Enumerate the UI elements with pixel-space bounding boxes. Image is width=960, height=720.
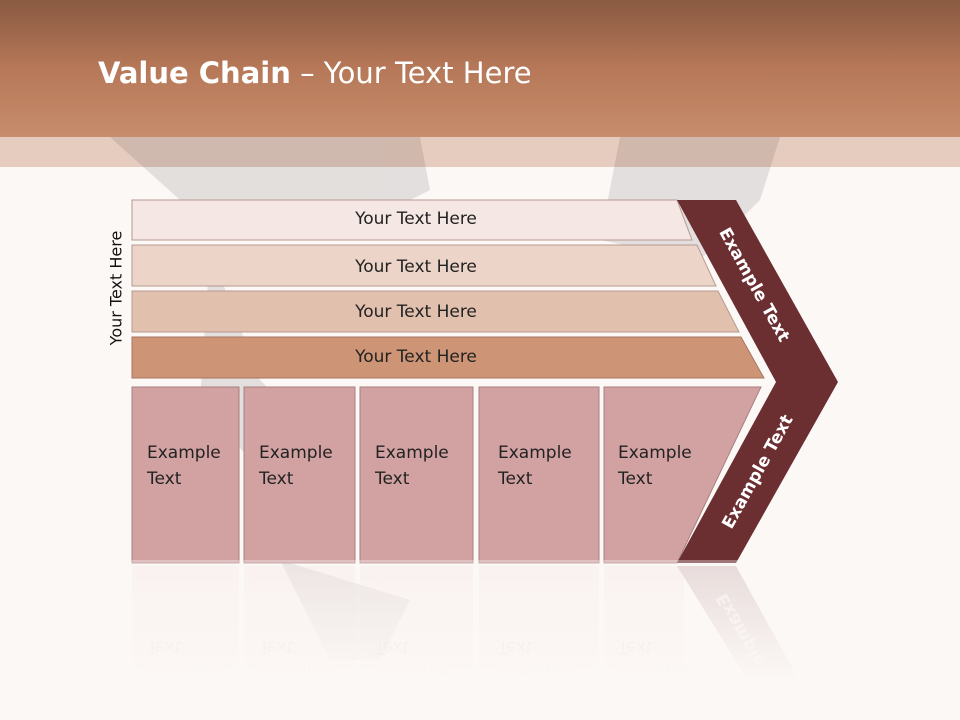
slide-title: Value Chain – Your Text Here [98, 56, 532, 90]
title-bold: Value Chain [98, 56, 291, 90]
header-band [0, 137, 960, 167]
value-cell-2 [243, 386, 356, 564]
value-row-3 [131, 290, 740, 333]
value-row-2 [131, 244, 717, 287]
row-label-2: Your Text Here [355, 257, 477, 277]
side-label: Your Text Here [106, 230, 126, 346]
value-cell-4 [478, 386, 600, 564]
value-chevron [677, 200, 838, 563]
header-banner [0, 0, 960, 137]
row-label-1: Your Text Here [355, 209, 477, 229]
reflection-fade [0, 560, 960, 720]
row-label-3: Your Text Here [355, 302, 477, 322]
title-rest: – Your Text Here [290, 56, 532, 90]
value-cell-3 [359, 386, 474, 564]
value-row-4 [131, 336, 765, 379]
value-row-1 [131, 199, 693, 241]
value-cell-1 [131, 386, 240, 564]
row-label-4: Your Text Here [355, 347, 477, 367]
